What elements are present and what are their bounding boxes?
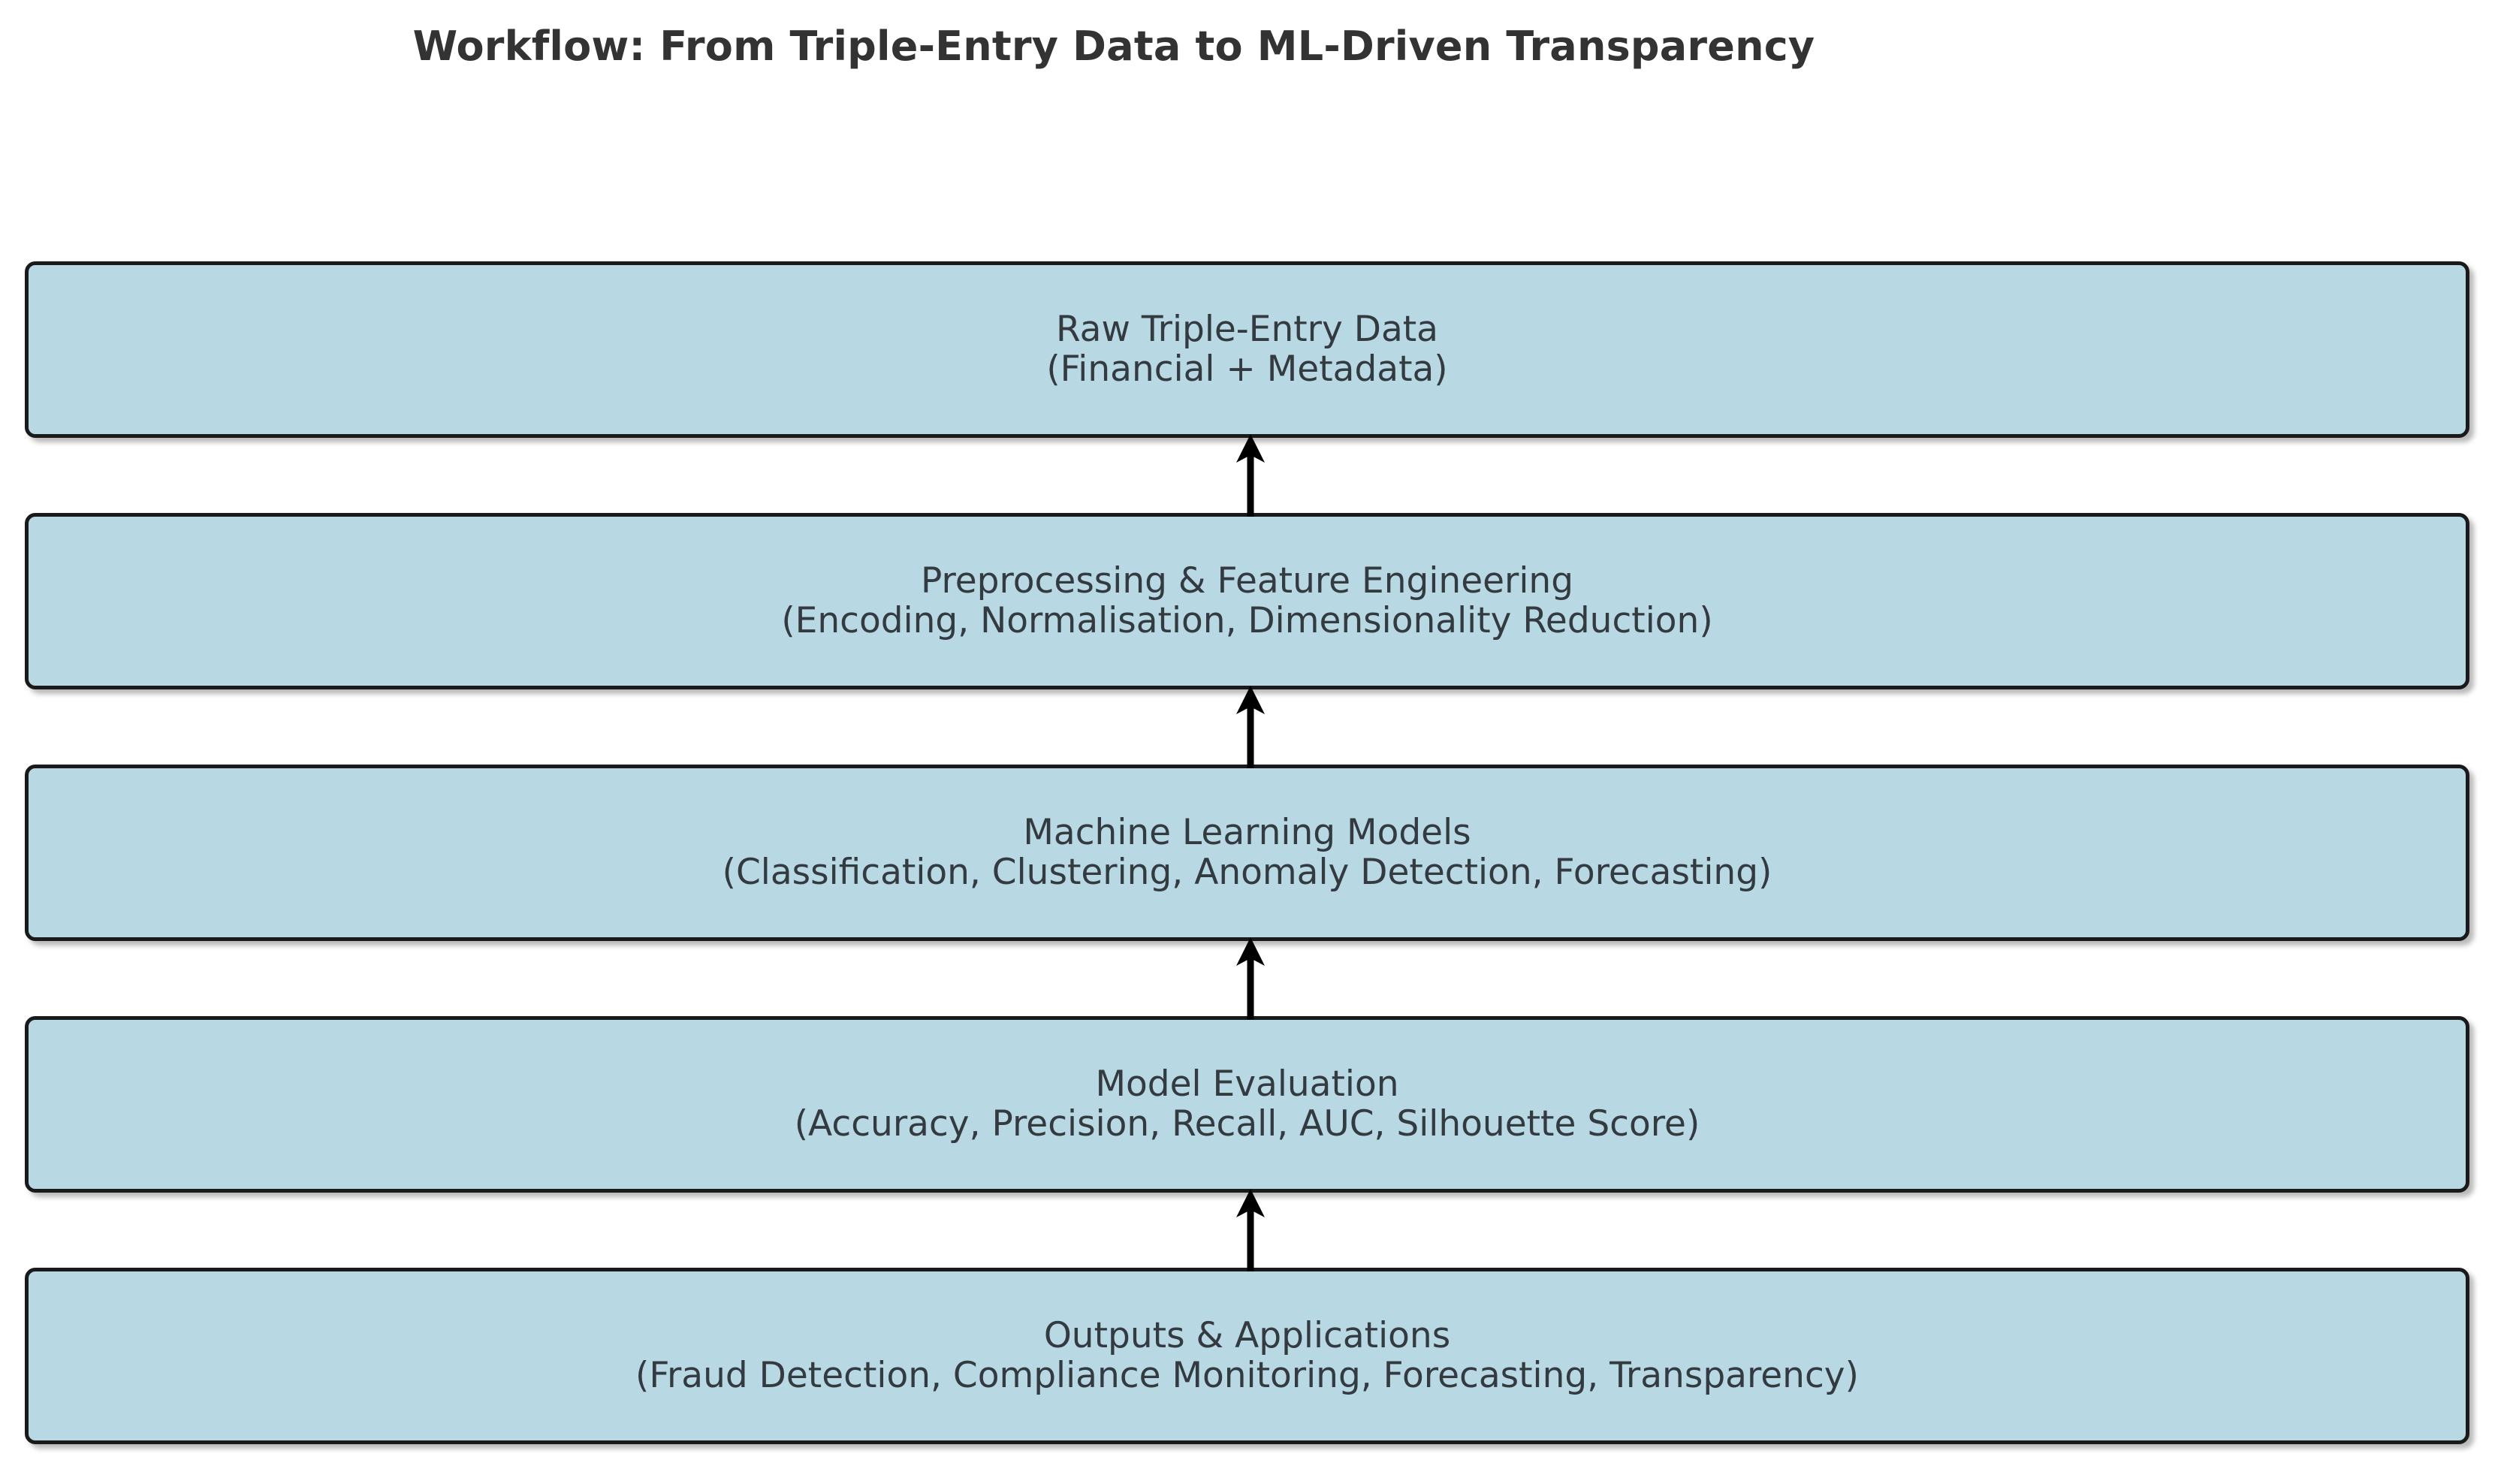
flow-node-preprocessing-feature-engineering[interactable]: Preprocessing & Feature Engineering (Enc…: [25, 513, 2469, 689]
flow-node-machine-learning-models[interactable]: Machine Learning Models (Classification,…: [25, 765, 2469, 941]
node-title: Model Evaluation: [1095, 1063, 1399, 1105]
flow-node-outputs-applications[interactable]: Outputs & Applications (Fraud Detection,…: [25, 1268, 2469, 1444]
node-subtitle: (Encoding, Normalisation, Dimensionality…: [781, 599, 1713, 641]
diagram-title: Workflow: From Triple-Entry Data to ML-D…: [412, 23, 1815, 70]
node-subtitle: (Classification, Clustering, Anomaly Det…: [722, 851, 1772, 893]
node-subtitle: (Financial + Metadata): [1046, 348, 1448, 390]
node-title: Raw Triple-Entry Data: [1056, 308, 1438, 350]
flow-node-raw-triple-entry-data[interactable]: Raw Triple-Entry Data (Financial + Metad…: [25, 261, 2469, 438]
node-title: Preprocessing & Feature Engineering: [920, 560, 1574, 602]
node-title: Machine Learning Models: [1023, 811, 1471, 853]
node-title: Outputs & Applications: [1043, 1314, 1451, 1356]
node-subtitle: (Accuracy, Precision, Recall, AUC, Silho…: [794, 1102, 1700, 1145]
flow-node-stack: Raw Triple-Entry Data (Financial + Metad…: [25, 261, 2469, 1444]
flow-node-model-evaluation[interactable]: Model Evaluation (Accuracy, Precision, R…: [25, 1016, 2469, 1193]
node-subtitle: (Fraud Detection, Compliance Monitoring,…: [635, 1354, 1859, 1396]
